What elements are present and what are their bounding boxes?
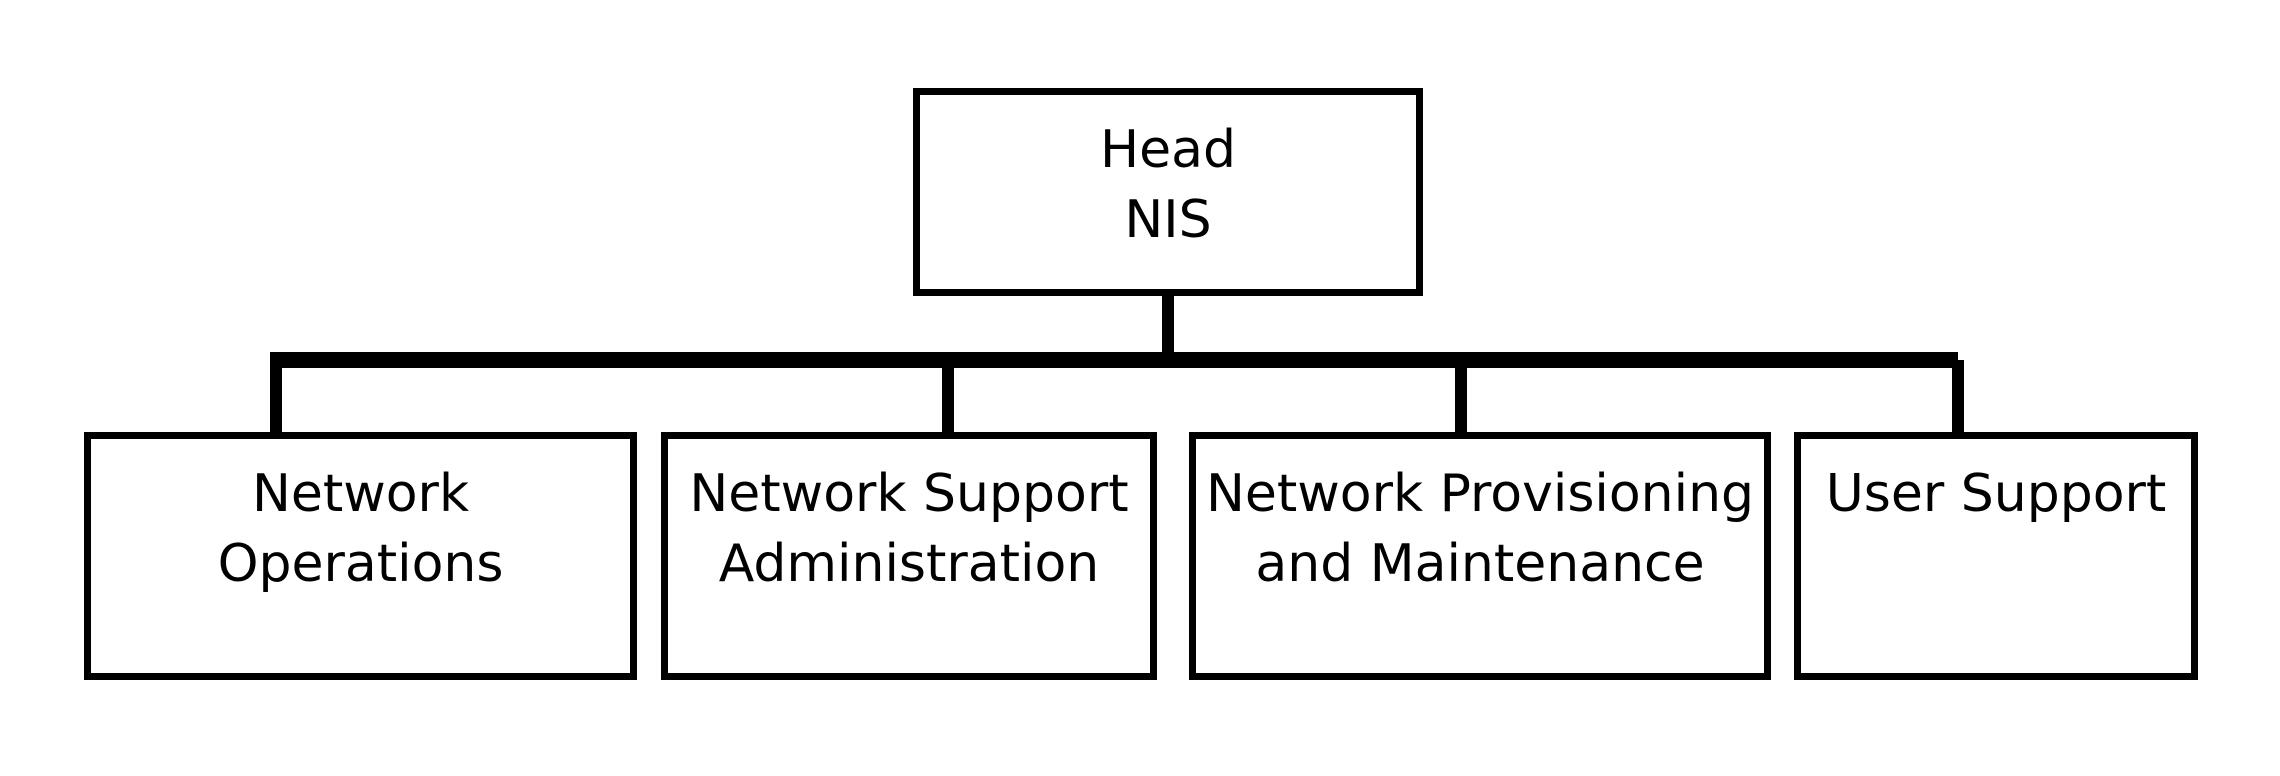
head-dept: NIS xyxy=(1124,190,1212,250)
unit-label-line-1: Network Support xyxy=(689,464,1129,524)
unit-label-line-1: Network xyxy=(251,464,470,524)
unit-label-line-2: and Maintenance xyxy=(1255,534,1705,594)
unit-label-line-2: Administration xyxy=(718,534,1100,594)
network-provisioning-maintenance-box: Network Provisioning and Maintenance xyxy=(1189,432,1771,680)
unit-label-line-1: Network Provisioning xyxy=(1205,464,1755,524)
network-support-administration-box: Network Support Administration xyxy=(661,432,1157,680)
unit-label-line-1: User Support xyxy=(1825,464,2167,524)
unit-label-line-2: Operations xyxy=(217,534,504,594)
network-operations-box: Network Operations xyxy=(84,432,637,680)
user-support-box: User Support xyxy=(1794,432,2198,680)
head-nis-box: Head NIS xyxy=(913,88,1423,296)
head-title: Head xyxy=(1100,120,1236,180)
